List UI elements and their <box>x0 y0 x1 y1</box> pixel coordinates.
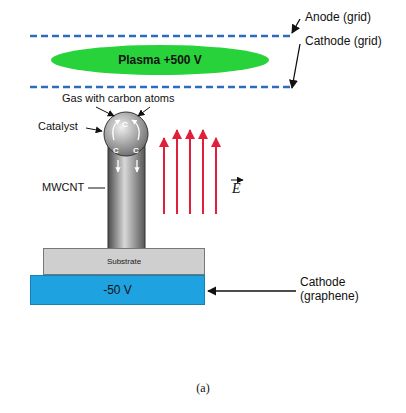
cathode-plate: -50 V <box>30 275 205 305</box>
plasma-ellipse: Plasma +500 V <box>50 44 270 76</box>
leader-arrow <box>86 128 102 131</box>
grid-label: Anode (grid) <box>305 11 371 25</box>
carbon-atom: C <box>133 146 139 155</box>
tube-label: MWCNT <box>42 181 84 194</box>
carbon-path <box>132 120 139 140</box>
carbon-atom: C <box>113 146 119 155</box>
anode-grid <box>30 35 290 38</box>
node-text: Substrate <box>107 257 141 266</box>
cathode-grid <box>30 86 290 89</box>
node-text: -50 V <box>103 283 132 297</box>
field-symbol: E <box>232 181 241 197</box>
cathode-label: Cathode (graphene) <box>300 276 395 304</box>
field-arrow <box>202 130 204 214</box>
leader-arrow <box>208 290 296 291</box>
field-arrow <box>215 138 217 214</box>
figure-caption: (a) <box>196 382 209 396</box>
substrate-box: Substrate <box>43 248 205 275</box>
leader-arrow <box>138 107 150 116</box>
leader-arrow <box>292 19 300 33</box>
node-text: Plasma +500 V <box>118 53 202 67</box>
carbon-path <box>117 160 118 172</box>
carbon-atom: C <box>122 120 128 129</box>
leader-arrow <box>96 107 114 116</box>
carbon-path <box>113 120 120 140</box>
field-arrow <box>189 130 191 214</box>
field-arrow <box>176 130 178 214</box>
catalyst-particle <box>104 112 148 156</box>
catalyst-label: Catalyst <box>38 120 78 133</box>
vector-sign <box>231 180 243 181</box>
grid-label: Cathode (grid) <box>305 35 382 49</box>
leader-arrow <box>292 44 300 88</box>
carbon-path <box>136 160 137 172</box>
nanotube <box>108 140 145 250</box>
gas-label: Gas with carbon atoms <box>62 92 175 105</box>
field-arrow <box>163 138 165 214</box>
leader-line <box>88 188 105 189</box>
